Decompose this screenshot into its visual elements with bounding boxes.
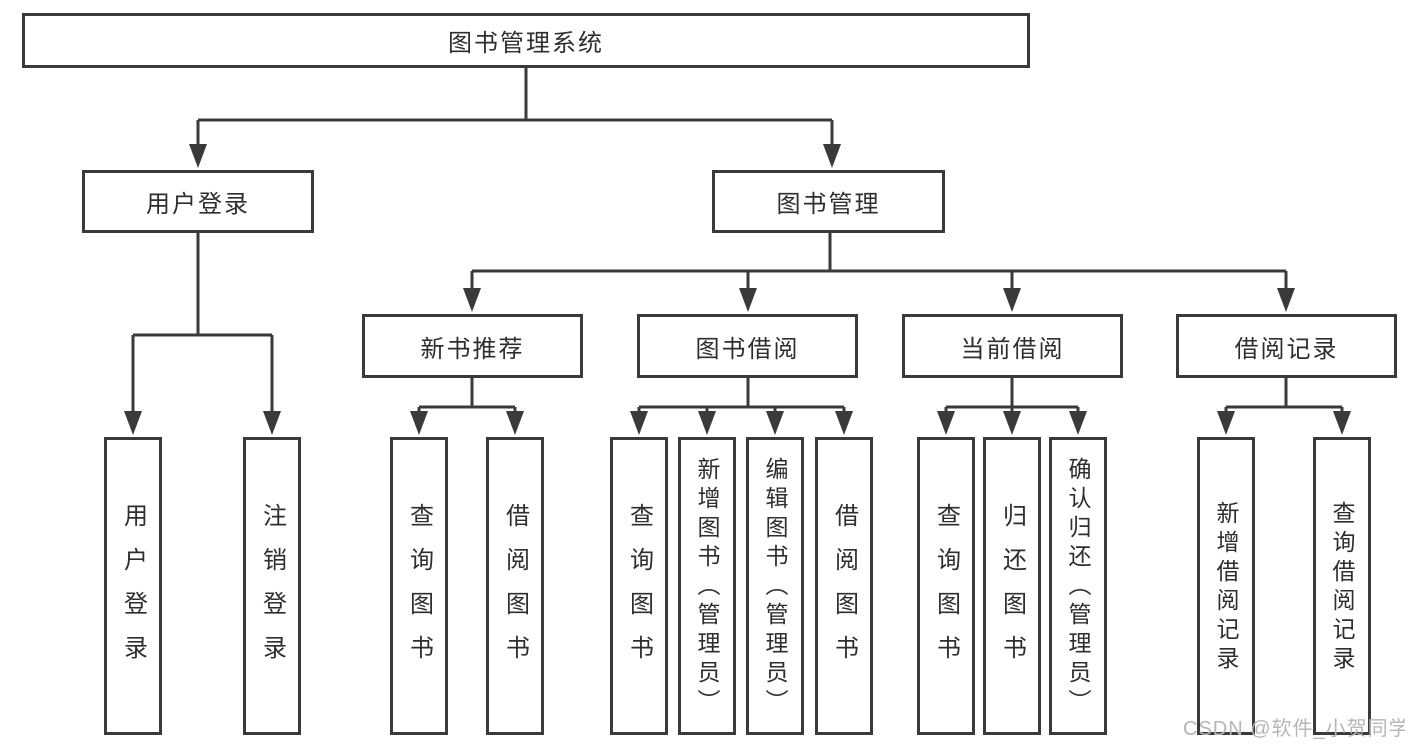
leaf-add-borrow-record: 新增借阅记录: [1197, 437, 1255, 735]
leaf-query-books-2: 查询图书: [610, 437, 668, 735]
node-label: 当前借阅: [960, 335, 1065, 363]
leaf-label: 借阅图书: [830, 503, 858, 679]
leaf-label: 新增借阅记录: [1213, 500, 1239, 675]
leaf-label: 编辑图书（管理员）: [762, 457, 788, 718]
node-label: 借阅记录: [1234, 335, 1339, 363]
node-book-borrowing: 图书借阅: [637, 314, 858, 378]
leaf-edit-books-admin: 编辑图书（管理员）: [746, 437, 804, 735]
leaf-label: 用户登录: [119, 503, 147, 679]
node-label: 图书管理系统: [448, 30, 604, 57]
leaf-borrow-books-1: 借阅图书: [486, 437, 544, 735]
leaf-logout: 注销登录: [243, 437, 301, 735]
leaf-confirm-return-admin: 确认归还（管理员）: [1049, 437, 1107, 735]
node-library-management-system: 图书管理系统: [22, 13, 1030, 68]
leaf-label: 查询图书: [625, 503, 653, 679]
node-label: 新书推荐: [420, 335, 525, 363]
leaf-label: 查询借阅记录: [1329, 500, 1355, 675]
csdn-watermark: CSDN @软件_小贺同学: [1183, 718, 1405, 740]
leaf-borrow-books-2: 借阅图书: [815, 437, 873, 735]
leaf-label: 查询图书: [405, 503, 433, 679]
node-user-login: 用户登录: [82, 170, 314, 233]
node-label: 用户登录: [146, 191, 250, 218]
leaf-label: 注销登录: [258, 503, 286, 679]
leaf-query-borrow-record: 查询借阅记录: [1313, 437, 1371, 735]
leaf-user-login: 用户登录: [104, 437, 162, 735]
node-current-borrowing: 当前借阅: [902, 314, 1123, 378]
leaf-label: 确认归还（管理员）: [1065, 457, 1091, 718]
node-new-book-recommendation: 新书推荐: [362, 314, 583, 378]
leaf-label: 归还图书: [998, 503, 1026, 679]
node-book-management: 图书管理: [712, 170, 945, 233]
leaf-query-books-1: 查询图书: [390, 437, 448, 735]
leaf-label: 借阅图书: [501, 503, 529, 679]
leaf-label: 新增图书（管理员）: [694, 457, 720, 718]
node-label: 图书管理: [776, 191, 881, 218]
leaf-query-books-3: 查询图书: [917, 437, 975, 735]
leaf-label: 查询图书: [932, 503, 960, 679]
leaf-add-books-admin: 新增图书（管理员）: [678, 437, 736, 735]
node-borrowing-records: 借阅记录: [1176, 314, 1397, 378]
leaf-return-books: 归还图书: [983, 437, 1041, 735]
node-label: 图书借阅: [695, 335, 800, 363]
